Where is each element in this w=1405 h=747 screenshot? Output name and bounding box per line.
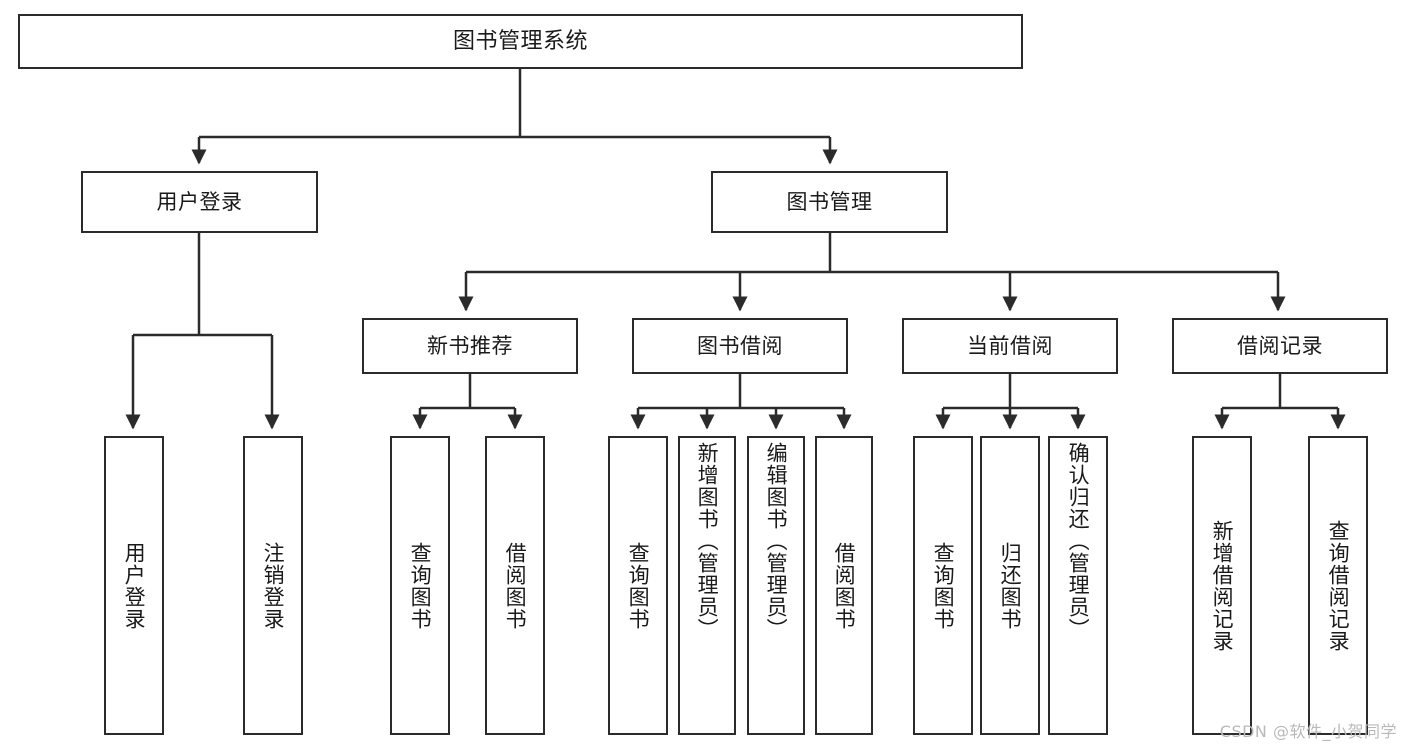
node-label: 图书借阅 <box>697 333 783 358</box>
node-label: 图书管理系统 <box>452 28 588 54</box>
node-book-borrow[interactable]: 图书借阅 <box>632 318 848 374</box>
node-label: 借阅图书 <box>832 541 857 630</box>
node-leaf-user-login[interactable]: 用户登录 <box>104 436 164 735</box>
node-label: 注销登录 <box>261 541 286 630</box>
node-leaf-add-borrow-record[interactable]: 新增借阅记录 <box>1192 436 1252 735</box>
node-leaf-query-book-borrow[interactable]: 查询图书 <box>608 436 668 735</box>
node-book-management-system[interactable]: 图书管理系统 <box>18 14 1023 69</box>
node-label: 借阅图书 <box>503 541 528 630</box>
node-label: 图书管理 <box>786 189 873 214</box>
node-user-login[interactable]: 用户登录 <box>81 171 318 233</box>
node-leaf-query-borrow-record[interactable]: 查询借阅记录 <box>1308 436 1368 735</box>
node-label: 新书推荐 <box>427 333 513 358</box>
node-label: 查询图书 <box>408 541 433 630</box>
node-label: 编辑图书（管理员） <box>764 442 789 640</box>
node-leaf-borrow-book-recommend[interactable]: 借阅图书 <box>485 436 545 735</box>
node-label: 归还图书 <box>998 541 1023 630</box>
node-label: 当前借阅 <box>967 333 1053 358</box>
node-label: 确认归还（管理员） <box>1066 442 1091 640</box>
node-label: 借阅记录 <box>1237 333 1323 358</box>
node-label: 新增借阅记录 <box>1210 519 1235 652</box>
node-leaf-return-book[interactable]: 归还图书 <box>980 436 1040 735</box>
node-label: 查询图书 <box>931 541 956 630</box>
node-leaf-query-book-current[interactable]: 查询图书 <box>913 436 973 735</box>
node-leaf-logout-login[interactable]: 注销登录 <box>243 436 303 735</box>
node-new-book-recommend[interactable]: 新书推荐 <box>362 318 578 374</box>
node-label: 查询借阅记录 <box>1326 519 1351 652</box>
node-borrow-record[interactable]: 借阅记录 <box>1172 318 1388 374</box>
node-leaf-query-book-recommend[interactable]: 查询图书 <box>390 436 450 735</box>
node-label: 用户登录 <box>122 541 147 630</box>
node-leaf-borrow-book[interactable]: 借阅图书 <box>815 436 873 735</box>
node-label: 新增图书（管理员） <box>695 442 720 640</box>
node-book-management[interactable]: 图书管理 <box>711 171 948 233</box>
node-label: 用户登录 <box>156 189 243 214</box>
node-current-borrow[interactable]: 当前借阅 <box>902 318 1118 374</box>
node-leaf-edit-book[interactable]: 编辑图书（管理员） <box>747 436 805 735</box>
node-leaf-add-book[interactable]: 新增图书（管理员） <box>678 436 736 735</box>
node-label: 查询图书 <box>626 541 651 630</box>
watermark-text: CSDN @软件_小贺同学 <box>1219 722 1397 741</box>
node-leaf-confirm-return[interactable]: 确认归还（管理员） <box>1048 436 1108 735</box>
